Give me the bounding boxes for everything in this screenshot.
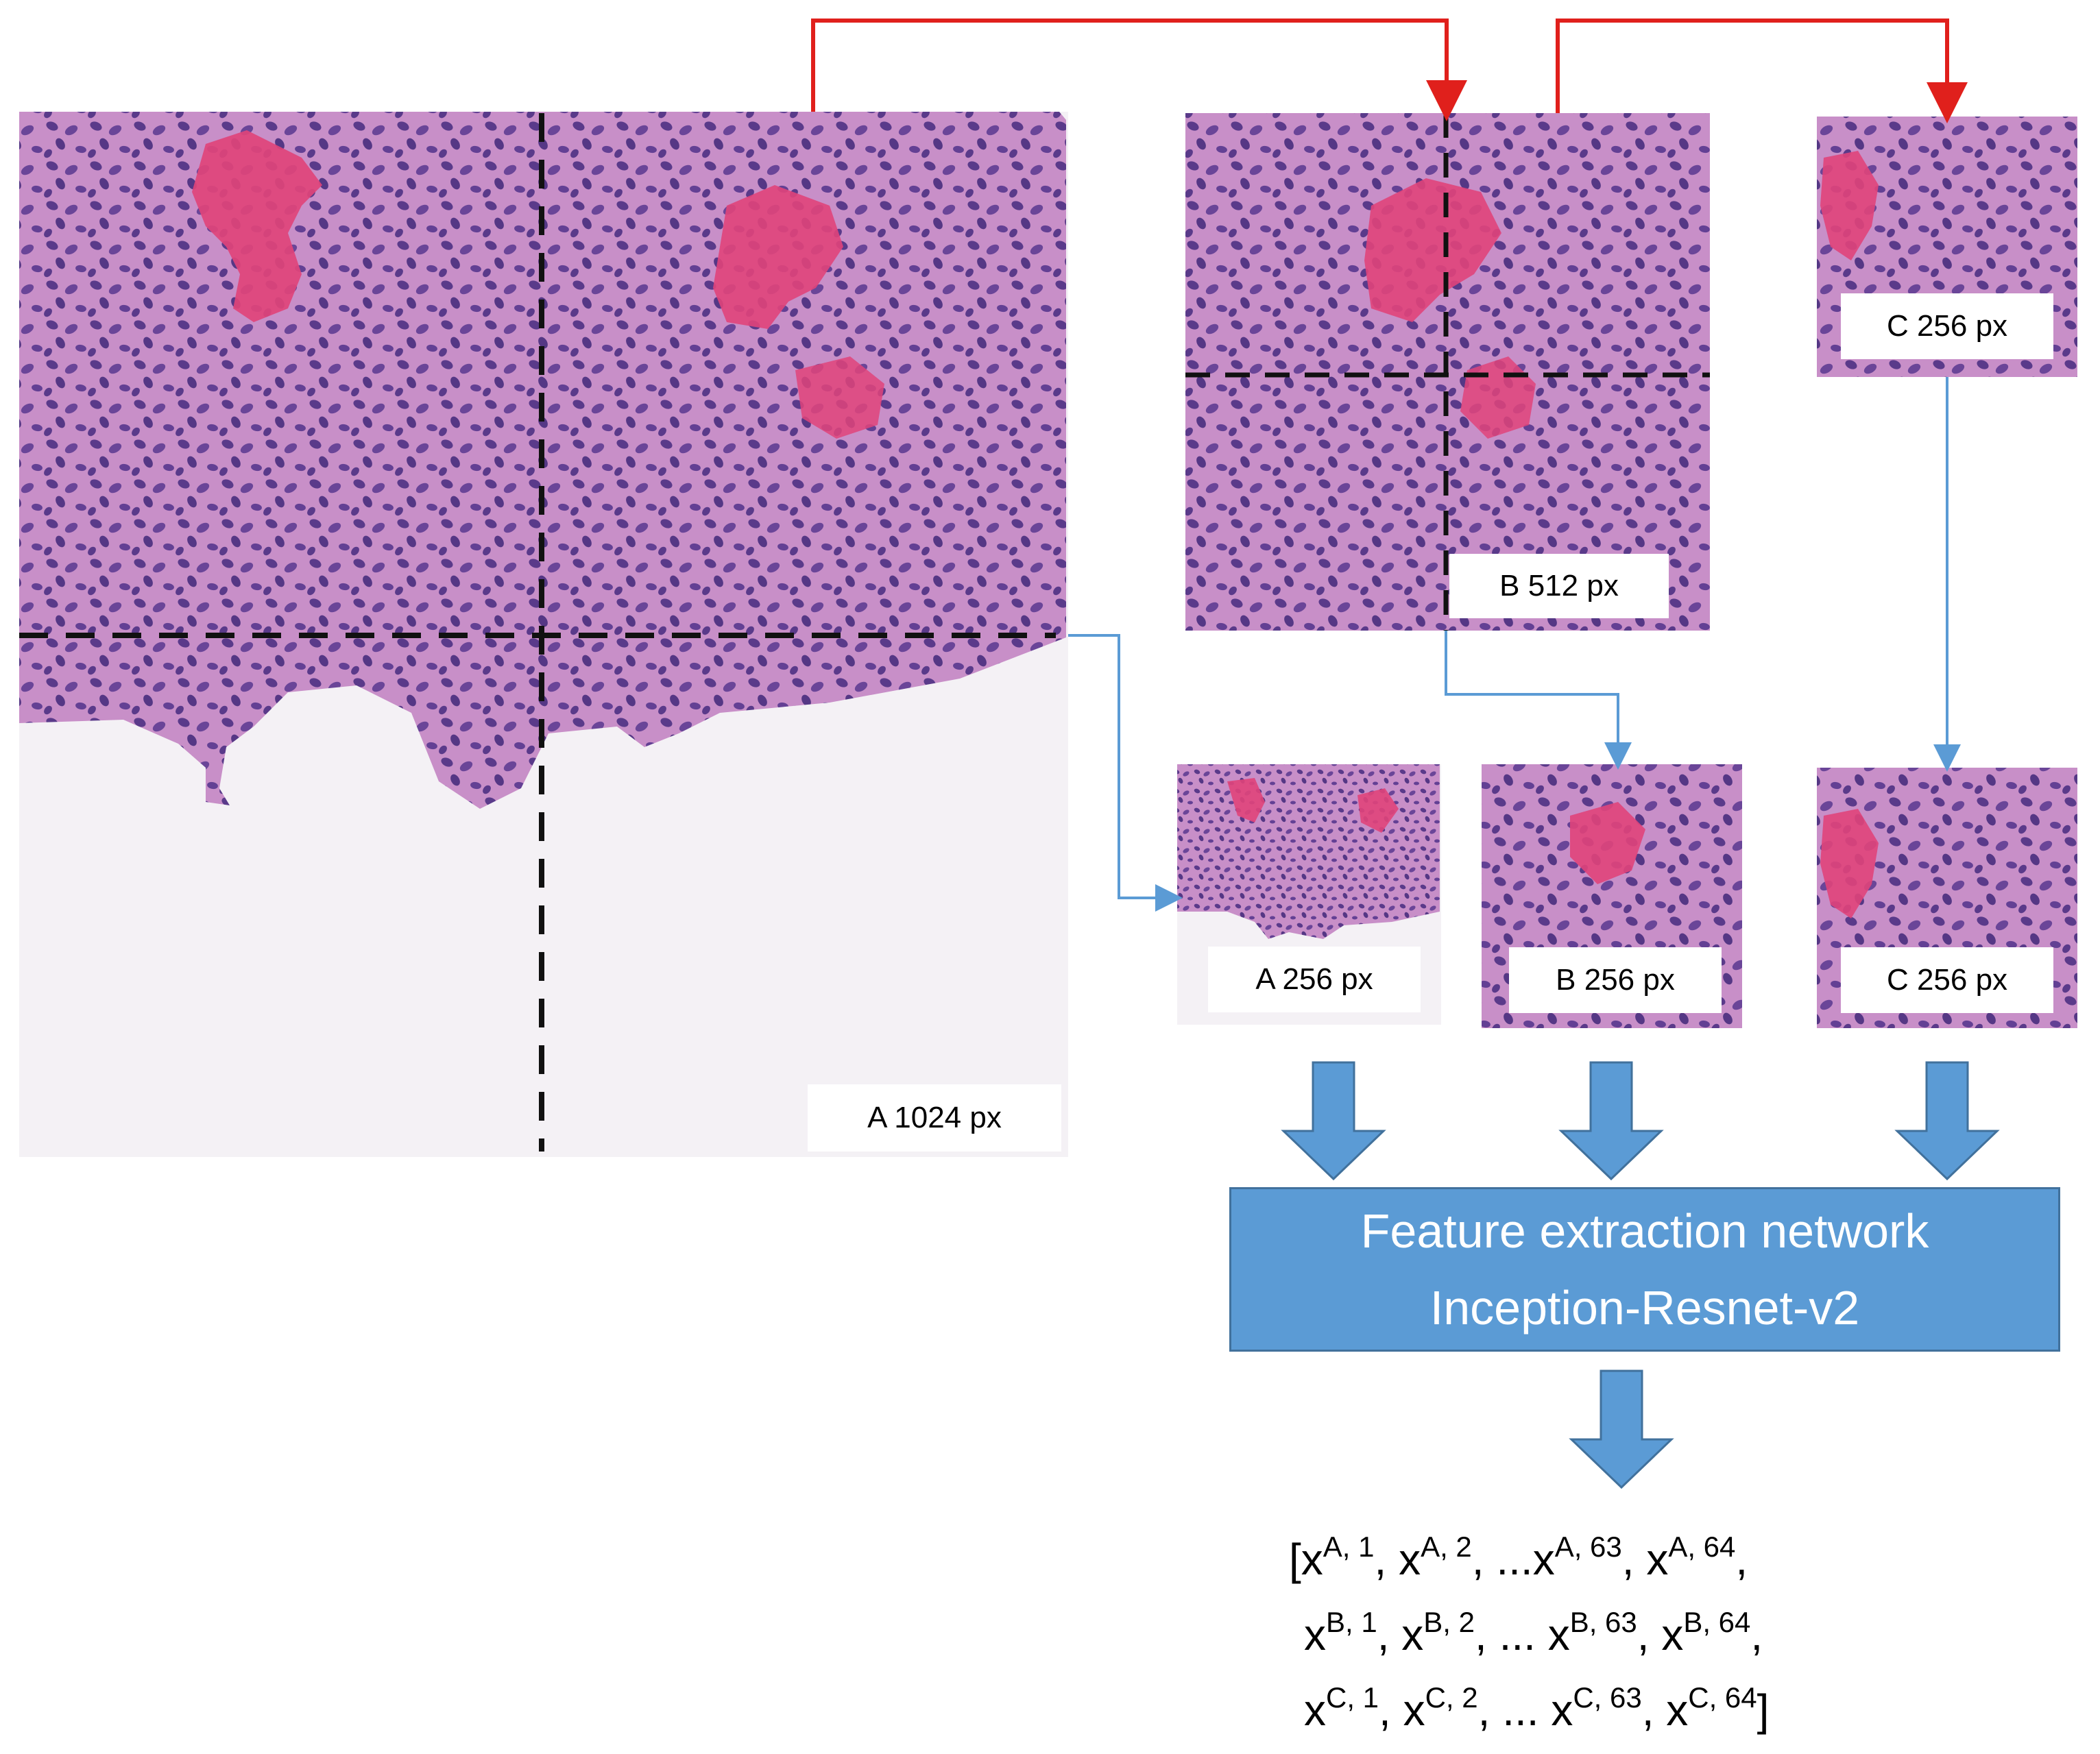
tile-a-1024 xyxy=(19,112,1068,1157)
label-c-256: C 256 px xyxy=(1841,947,2053,1013)
vessel-c256-top xyxy=(1820,151,1879,260)
feature-term: xC, 2 xyxy=(1403,1681,1478,1735)
vessel-a1024-center xyxy=(713,185,843,329)
feature-term-superscript: C, 1 xyxy=(1326,1681,1379,1714)
feature-separator: , ... xyxy=(1471,1535,1533,1584)
feature-term-superscript: B, 64 xyxy=(1683,1606,1751,1638)
tile-b-512 xyxy=(1185,113,1710,631)
feature-term: xC, 64 xyxy=(1666,1681,1757,1735)
vessel-a1024-left xyxy=(192,130,322,322)
feature-separator: , xyxy=(1377,1610,1402,1659)
feature-vector-open-bracket: [ xyxy=(1289,1535,1301,1584)
blue-arrow-a1024-to-a256 xyxy=(1068,634,1183,912)
feature-vector-row: xB, 1, xB, 2, ... xB, 63, xB, 64, xyxy=(1289,1597,1975,1672)
vessel-a256-right xyxy=(1357,788,1399,833)
feature-vector-row: xC, 1, xC, 2, ... xC, 63, xC, 64] xyxy=(1289,1672,1975,1748)
feature-term: xC, 63 xyxy=(1551,1681,1642,1735)
block-arrow-c-down xyxy=(1894,1061,2000,1181)
red-arrow-a-to-b xyxy=(811,19,1467,121)
vessel-a256-left xyxy=(1227,778,1265,823)
feature-separator: , xyxy=(1374,1535,1399,1584)
feature-extraction-network-box: Feature extraction network Inception-Res… xyxy=(1229,1187,2060,1352)
feature-vector-row-end: ] xyxy=(1757,1685,1770,1735)
label-b-512: B 512 px xyxy=(1449,554,1669,618)
feature-term: xA, 64 xyxy=(1646,1531,1736,1585)
block-arrow-b-down xyxy=(1558,1061,1664,1181)
feature-term-superscript: B, 2 xyxy=(1423,1606,1475,1638)
feature-term: xA, 63 xyxy=(1532,1531,1622,1585)
feature-term: xB, 64 xyxy=(1661,1606,1751,1660)
blue-arrow-b512-to-b256 xyxy=(1445,631,1632,770)
feature-term-superscript: B, 1 xyxy=(1326,1606,1377,1638)
feature-separator: , xyxy=(1637,1610,1662,1659)
feature-term: xB, 2 xyxy=(1401,1606,1475,1660)
vessel-c256 xyxy=(1820,809,1879,918)
vessel-a1024-lower xyxy=(795,356,884,439)
block-arrow-network-down xyxy=(1569,1369,1674,1489)
network-model-name: Inception-Resnet-v2 xyxy=(1429,1281,1860,1335)
red-arrow-b-to-c xyxy=(1556,19,1968,123)
label-a-256: A 256 px xyxy=(1208,947,1421,1012)
feature-separator: , ... xyxy=(1477,1685,1552,1735)
feature-vector-row: [xA, 1, xA, 2, ...xA, 63, xA, 64, xyxy=(1289,1522,1975,1597)
feature-term: xB, 63 xyxy=(1547,1606,1637,1660)
block-arrow-a-down xyxy=(1281,1061,1386,1181)
feature-separator: , xyxy=(1641,1685,1667,1735)
feature-term-superscript: C, 2 xyxy=(1425,1681,1478,1714)
feature-term: xC, 1 xyxy=(1304,1681,1379,1735)
feature-term: xB, 1 xyxy=(1304,1606,1377,1660)
label-a-1024: A 1024 px xyxy=(808,1084,1061,1152)
feature-separator: , xyxy=(1621,1535,1647,1584)
network-title: Feature extraction network xyxy=(1360,1204,1929,1258)
feature-vector-row-end: , xyxy=(1750,1610,1763,1659)
feature-term-superscript: A, 64 xyxy=(1668,1531,1736,1563)
label-c-256-top: C 256 px xyxy=(1841,293,2053,359)
feature-term-superscript: A, 1 xyxy=(1323,1531,1375,1563)
feature-term: xA, 2 xyxy=(1399,1531,1472,1585)
feature-term: xA, 1 xyxy=(1301,1531,1375,1585)
feature-separator: , xyxy=(1379,1685,1403,1735)
feature-term-superscript: C, 63 xyxy=(1573,1681,1642,1714)
vessel-b256 xyxy=(1570,802,1645,884)
feature-term-superscript: A, 63 xyxy=(1554,1531,1622,1563)
feature-separator: , ... xyxy=(1475,1610,1548,1659)
feature-vector: [xA, 1, xA, 2, ...xA, 63, xA, 64,xB, 1, … xyxy=(1289,1522,1975,1748)
feature-term-superscript: A, 2 xyxy=(1421,1531,1472,1563)
feature-term-superscript: C, 64 xyxy=(1688,1681,1757,1714)
feature-vector-row-end: , xyxy=(1735,1535,1748,1584)
label-b-256: B 256 px xyxy=(1509,947,1722,1013)
feature-term-superscript: B, 63 xyxy=(1569,1606,1637,1638)
vessel-b512 xyxy=(1364,178,1501,322)
